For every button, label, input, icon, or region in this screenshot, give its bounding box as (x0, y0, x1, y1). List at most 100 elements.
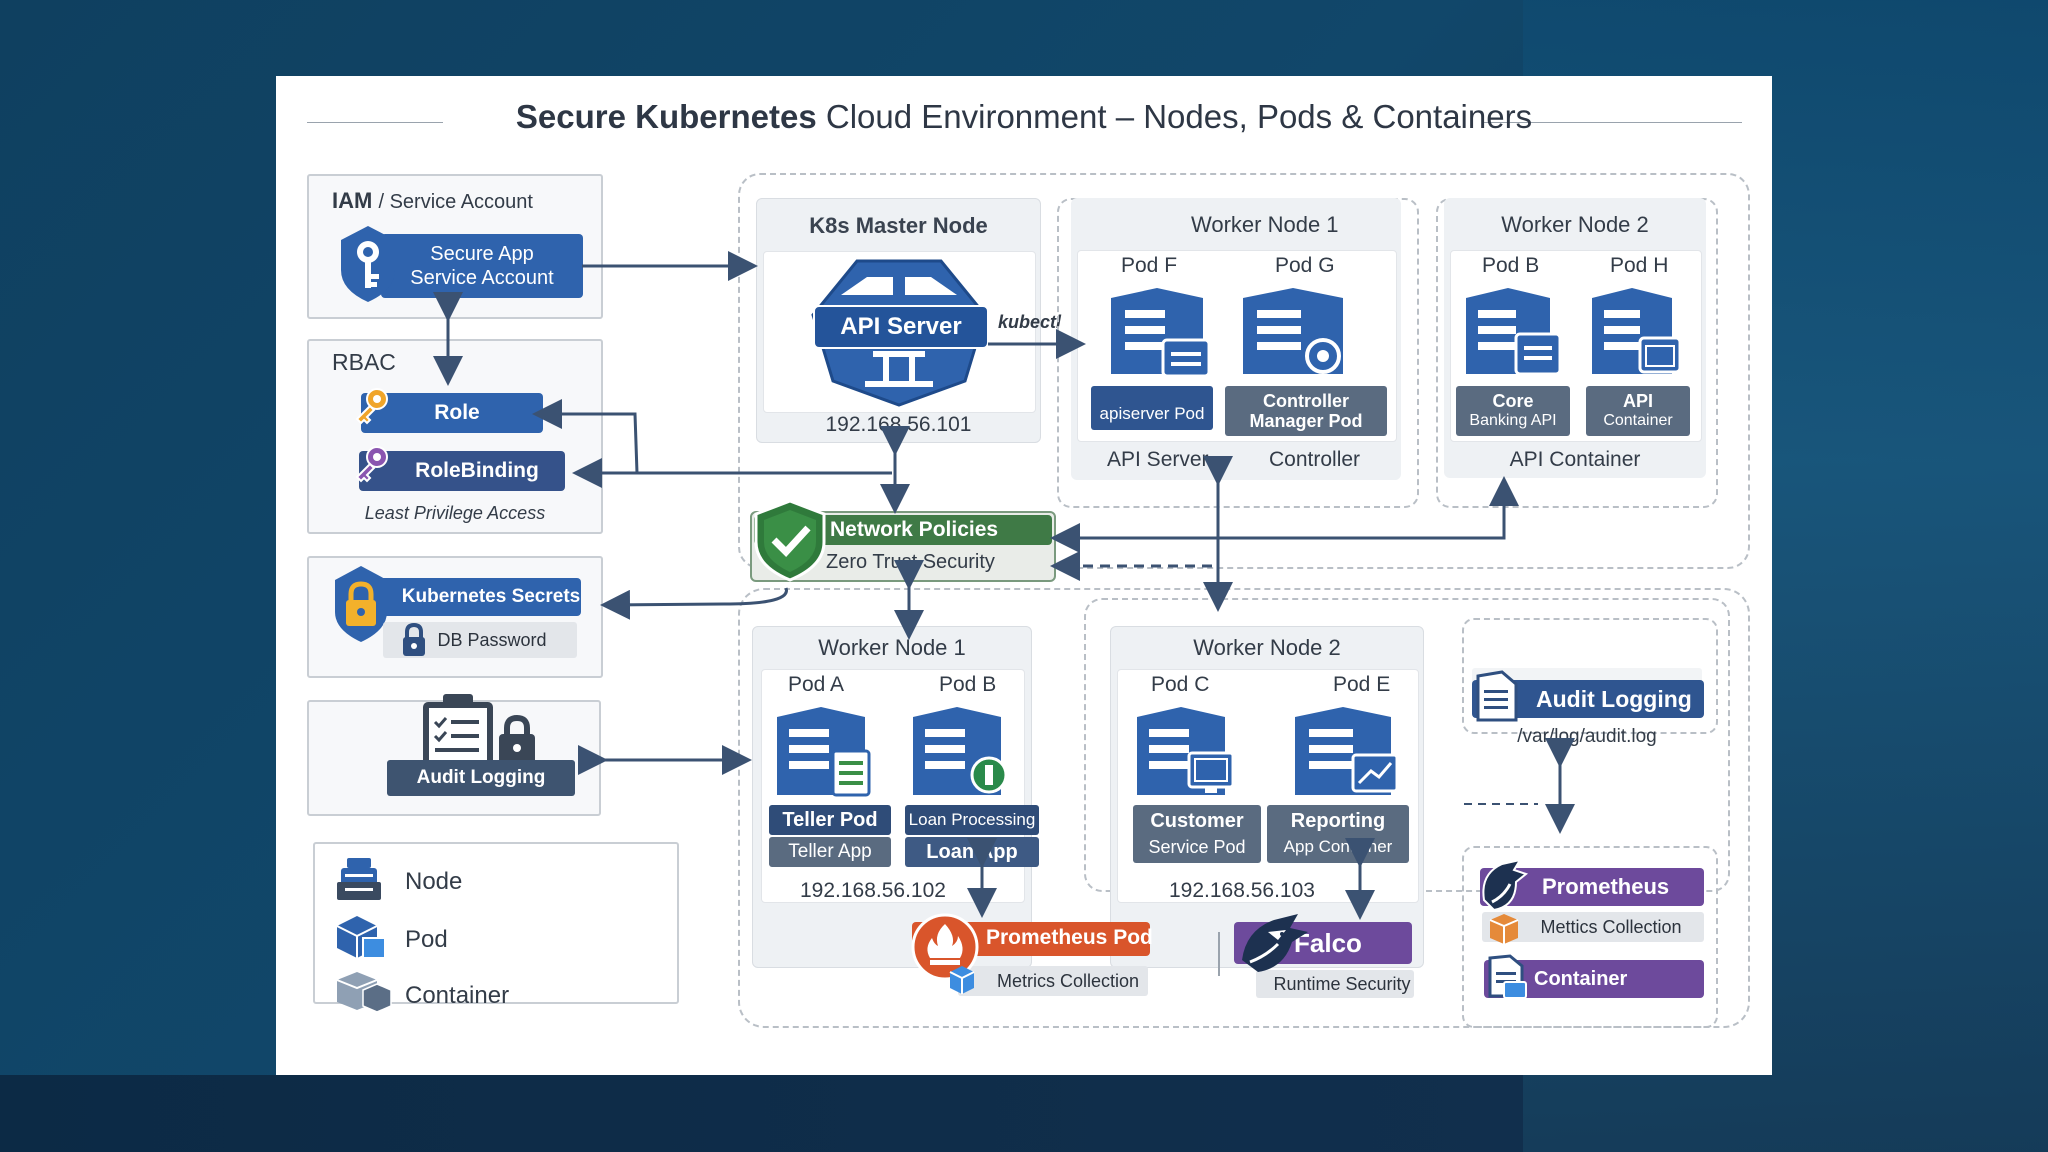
top-worker-node2-panel: Worker Node 2 Pod B Pod H Core Banking A… (1444, 198, 1706, 478)
pod-a-label: Pod A (788, 673, 845, 696)
lock-shield-icon (335, 566, 387, 642)
connector-layer (433, 251, 1575, 920)
kubernetes-secrets[interactable]: Kubernetes Secrets (373, 578, 581, 616)
teller-pod[interactable]: Teller Pod (769, 805, 891, 835)
least-privilege-note: Least Privilege Access (364, 503, 546, 523)
line-role-network (548, 412, 892, 475)
core-line1: Core (1492, 391, 1534, 411)
audit-logging-left-panel: Audit Logging (307, 694, 601, 816)
rbac-heading: RBAC (332, 349, 396, 375)
separator (1218, 932, 1220, 976)
customer-service-pod[interactable]: Customer Service Pod (1133, 805, 1261, 863)
audit-logging-left[interactable]: Audit Logging (387, 760, 575, 796)
iam-heading: IAM / Service Account (332, 188, 533, 214)
kubectl-label: kubectl (998, 312, 1062, 332)
network-policies-title: Network Policies (830, 518, 999, 541)
key-icon-role (355, 388, 388, 425)
caption-api-container: API Container (1509, 448, 1641, 471)
api-server-badge[interactable]: API Server (813, 305, 989, 349)
secure-app-service-account[interactable]: Secure App Service Account (381, 234, 583, 298)
diagram-sheet: Secure Kubernetes Cloud Environment – No… (276, 76, 1772, 1075)
prometheus-right-metrics: Mettics Collection (1482, 912, 1704, 942)
loan-processing[interactable]: Loan Processing (905, 805, 1039, 835)
document-icon-audit (1476, 670, 1518, 722)
api-line1: API (1622, 391, 1653, 411)
prometheus-flame-icon (911, 913, 979, 981)
master-ip: 192.168.56.101 (825, 413, 972, 436)
rolebinding-button[interactable]: RoleBinding (359, 451, 565, 491)
bottom-worker-node2-title: Worker Node 2 (1193, 635, 1341, 660)
audit-logging-right-label: Audit Logging (1536, 686, 1692, 712)
rolebinding-label: RoleBinding (415, 459, 539, 482)
pod-f-label: Pod F (1121, 254, 1178, 277)
loan-processing-label: Loan Processing (908, 810, 1036, 829)
title-bold: Secure Kubernetes (515, 98, 817, 135)
title-rule-right (1484, 122, 1742, 123)
apiserver-pod[interactable]: apiserver Pod (1091, 386, 1213, 430)
server-gear-icon-pod-g (1243, 288, 1343, 374)
server-chart-icon-pod-e (1295, 707, 1399, 795)
master-node-title: K8s Master Node (809, 213, 988, 238)
reporting-label: Reporting (1290, 810, 1386, 832)
db-password-label: DB Password (437, 630, 547, 650)
shield-check-icon (754, 499, 826, 582)
apiserver-pod-label: apiserver Pod (1099, 404, 1205, 423)
key-icon-rolebinding (355, 446, 388, 483)
container-legend-icon (336, 972, 392, 1013)
api-line2: Container (1603, 412, 1673, 429)
service-pod-label: Service Pod (1148, 837, 1246, 857)
core-line2: Banking API (1469, 412, 1557, 429)
role-label: Role (434, 401, 480, 424)
bottom-worker-node1-title: Worker Node 1 (818, 635, 966, 660)
server-monitor-icon-pod-c (1137, 707, 1235, 795)
audit-logging-right-region (1462, 618, 1718, 734)
pod-c-label: Pod C (1151, 673, 1210, 696)
cube-icon-metrics (949, 966, 975, 994)
legend-container-label: Container (405, 982, 510, 1009)
clipboard-lock-icon (423, 694, 535, 766)
iam-heading-rest: / Service Account (378, 191, 533, 213)
arrow-worker2-network (1050, 484, 1506, 553)
title-rule-left (307, 122, 443, 123)
customer-label: Customer (1150, 810, 1244, 832)
caption-controller: Controller (1269, 448, 1361, 471)
teller-app[interactable]: Teller App (769, 837, 891, 867)
top-worker-node2-title: Worker Node 2 (1501, 212, 1649, 237)
prometheus-pod-metrics-label: Metrics Collection (996, 971, 1140, 991)
title-rest: Cloud Environment – Nodes, Pods & Contai… (825, 98, 1533, 135)
controller-manager-pod[interactable]: Controller Manager Pod (1225, 386, 1387, 436)
worker-region (738, 588, 1750, 1028)
pod-e-label: Pod E (1333, 673, 1391, 696)
api-container[interactable]: API Container (1586, 386, 1690, 436)
lock-icon (403, 622, 425, 656)
server-doc-icon-pod-a (777, 707, 871, 797)
master-node-panel: K8s Master Node API Server 192.168.56.10… (756, 198, 1041, 443)
server-money-icon-pod-b (913, 707, 1008, 795)
api-server-label: API Server (840, 313, 962, 340)
top-worker-node1-title: Worker Node 1 (1191, 212, 1339, 237)
pod-b-top-label: Pod B (1482, 254, 1540, 277)
caption-api-server: API Server (1107, 448, 1209, 471)
role-button[interactable]: Role (361, 393, 543, 433)
prometheus-right-region (1462, 846, 1718, 1028)
falco-runtime: Runtime Security (1256, 970, 1414, 998)
prometheus-right-label: Prometheus (1542, 874, 1670, 899)
legend-pod-label: Pod (405, 926, 448, 953)
teller-pod-label: Teller Pod (782, 809, 878, 831)
key-shield-icon (341, 226, 395, 302)
arrow-network-secrets (600, 587, 788, 620)
container-right-label: Container (1534, 968, 1628, 990)
controller-line1: Controller (1262, 391, 1349, 411)
document-icon-container (1488, 954, 1527, 999)
core-banking-api[interactable]: Core Banking API (1456, 386, 1570, 436)
legend-panel: Node Pod Container (313, 842, 679, 1013)
falco-runtime-label: Runtime Security (1273, 974, 1411, 994)
bottom-worker2-ip: 192.168.56.103 (1169, 879, 1315, 902)
iam-panel: IAM / Service Account Secure App Service… (307, 174, 603, 319)
legend-node-label: Node (405, 868, 463, 895)
server-icon-pod-f (1111, 288, 1211, 378)
service-account-line2: Service Account (410, 267, 554, 289)
server-doc-icon-pod-b (1466, 288, 1562, 376)
falco-bird-icon (1242, 914, 1308, 972)
service-account-line1: Secure App (430, 243, 534, 265)
